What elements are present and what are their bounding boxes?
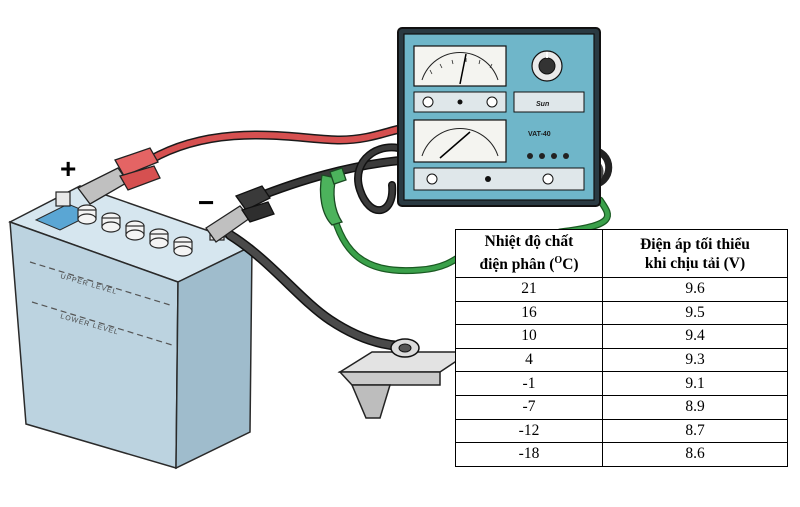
voltage-cell: 8.9 <box>602 394 788 420</box>
temperature-cell: 10 <box>455 324 603 349</box>
voltage-temperature-table: Nhiệt độ chất điện phân (OC) Điện áp tối… <box>455 229 788 467</box>
table-header-row: Nhiệt độ chất điện phân (OC) Điện áp tối… <box>455 229 788 278</box>
battery-tester: Sun VAT-40 <box>397 27 601 207</box>
temperature-cell: -12 <box>455 418 603 444</box>
header-min-voltage-line2: khi chịu tải (V) <box>644 254 746 272</box>
voltage-cell: 9.4 <box>602 324 788 349</box>
header-temperature: Nhiệt độ chất điện phân (OC) <box>455 229 603 278</box>
voltage-cell: 8.7 <box>602 418 788 444</box>
red-cable <box>147 125 408 163</box>
positive-sign: + <box>60 153 76 184</box>
temperature-cell: 16 <box>455 300 603 326</box>
ground-cable <box>226 231 404 350</box>
voltage-cell: 9.1 <box>602 371 788 396</box>
temperature-cell: -1 <box>455 371 603 396</box>
temperature-cell: -7 <box>455 394 603 420</box>
ground-lug <box>390 338 420 358</box>
ground-bracket <box>337 351 473 419</box>
tester-brand-logo: Sun <box>536 101 549 108</box>
voltage-cell: 8.6 <box>602 442 788 467</box>
voltage-cell: 9.3 <box>602 347 788 373</box>
green-amp-clamp <box>319 167 347 226</box>
temperature-cell: 4 <box>455 347 603 373</box>
header-temperature-line1: Nhiệt độ chất <box>484 233 574 251</box>
temperature-cell: -18 <box>455 442 603 467</box>
battery: UPPER LEVEL LOWER LEVEL <box>8 185 254 470</box>
temperature-cell: 21 <box>455 277 603 302</box>
tester-model-label: VAT-40 <box>528 131 551 138</box>
header-min-voltage-line1: Điện áp tối thiểu <box>640 235 750 253</box>
header-min-voltage: Điện áp tối thiểu khi chịu tải (V) <box>602 229 788 278</box>
positive-clamp <box>77 147 161 205</box>
voltage-cell: 9.6 <box>602 277 788 302</box>
positive-terminal <box>55 191 71 207</box>
negative-clamp <box>205 185 275 243</box>
voltage-cell: 9.5 <box>602 300 788 326</box>
header-temperature-line2: điện phân (OC) <box>479 255 579 274</box>
negative-sign: − <box>198 187 214 218</box>
